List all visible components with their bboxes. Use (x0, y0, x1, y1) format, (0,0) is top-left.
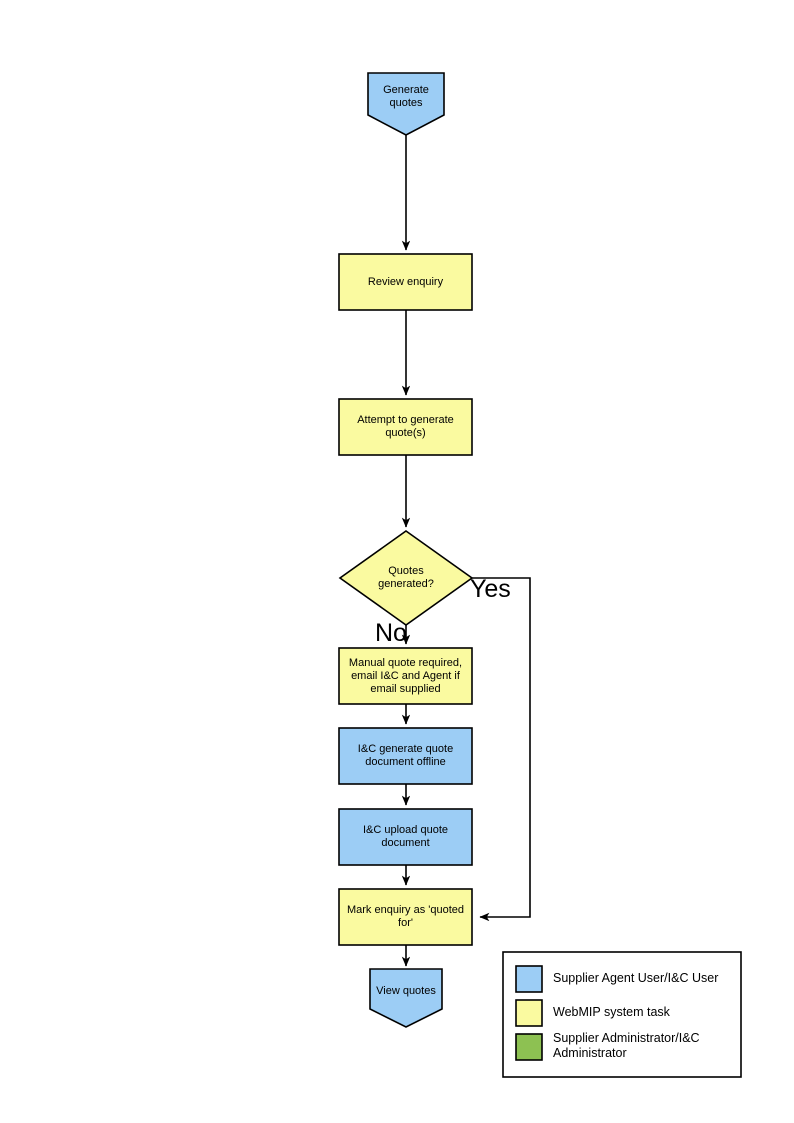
legend-label-system-task: WebMIP system task (553, 1005, 670, 1019)
legend-label-admin-task: Supplier Administrator/I&C Administrator (553, 1031, 700, 1060)
node-review-enquiry[interactable] (338, 253, 473, 311)
edge-decision-yes-to-mark (472, 577, 531, 922)
node-quotes-generated-decision[interactable] (338, 530, 474, 626)
legend-swatch-admin-task (515, 1033, 543, 1061)
legend-swatch-system-task (515, 999, 543, 1027)
node-mark-enquiry-quoted-for[interactable] (338, 888, 473, 946)
legend-label-user-task: Supplier Agent User/I&C User (553, 971, 719, 985)
node-manual-quote-required[interactable] (338, 647, 473, 705)
legend-swatch-user-task (515, 965, 543, 993)
edge-label-no: No (375, 619, 407, 647)
node-view-quotes[interactable] (369, 968, 443, 1028)
node-ic-generate-quote-offline[interactable] (338, 727, 473, 785)
node-generate-quotes[interactable] (367, 72, 445, 136)
node-attempt-generate-quotes[interactable] (338, 398, 473, 456)
node-ic-upload-quote-document[interactable] (338, 808, 473, 866)
edge-label-yes: Yes (470, 575, 511, 603)
